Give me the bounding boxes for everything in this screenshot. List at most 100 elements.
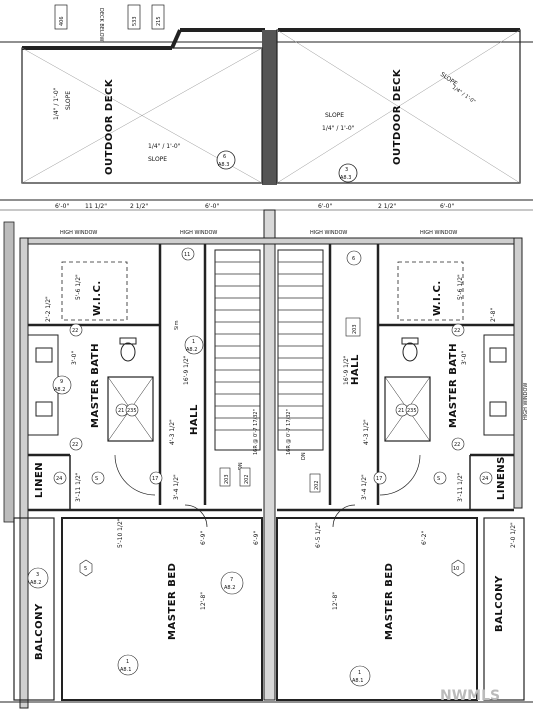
- dim-6-0-a: 6'-0": [55, 203, 69, 210]
- dim-12-8-right: 12'-8": [332, 592, 339, 610]
- hall-right-label: HALL: [350, 354, 361, 385]
- dim-5-6-half-right: 5'-6 1/2": [457, 274, 464, 300]
- dim-16-9-half-right: 16'-9 1/2": [343, 355, 350, 385]
- dim-6-0-b: 6'-0": [205, 203, 219, 210]
- tag-203-right: 203: [352, 324, 358, 334]
- tag-24-right: 24: [482, 476, 488, 482]
- ref-9: 9: [60, 379, 63, 385]
- dim-2-half-b: 2 1/2": [378, 203, 396, 210]
- dim-12-8-left: 12'-8": [200, 592, 207, 610]
- high-windows: HIGH WINDOW HIGH WINDOW HIGH WINDOW HIGH…: [60, 230, 529, 420]
- watermark-text: NWMLS: [440, 688, 500, 704]
- ref-7: 7: [230, 577, 233, 583]
- ref-a82-bed: A8.2: [224, 585, 235, 591]
- slope-label-left-vertical: SLOPE: [65, 91, 72, 110]
- ref-a82-hall: A8.2: [186, 347, 197, 353]
- ref-6: 6: [223, 154, 226, 160]
- dim-11-half: 11 1/2": [85, 203, 107, 210]
- dim-6-9-mid: 6'-9": [253, 531, 260, 545]
- tag-s-left: S: [95, 476, 98, 482]
- wic-right-label: W.I.C.: [432, 280, 443, 316]
- stair-treads: [215, 261, 323, 431]
- upper-dimensions: 5'-6 1/2" 5'-6 1/2" 2'-2 1/2" 2'-8" 3'-0…: [45, 274, 497, 502]
- slope-label-left: SLOPE: [148, 156, 167, 163]
- slope-note-right: 1/4" / 1'-0": [322, 125, 355, 132]
- ref-6-hall: 6: [352, 256, 355, 262]
- tag-406: 406: [59, 16, 65, 26]
- dim-3-4-half-left: 3'-4 1/2": [173, 474, 180, 500]
- stair-note-right: 16R @ 0'-7 17/32": [286, 409, 292, 455]
- dim-4-3-half-left: 4'-3 1/2": [169, 419, 176, 445]
- tag-24-left: 24: [56, 476, 62, 482]
- tag-10: 10: [453, 566, 459, 572]
- dim-3-0-right: 3'-0": [461, 351, 468, 365]
- hall-left-label: HALL: [189, 404, 200, 435]
- high-window-5: HIGH WINDOW: [523, 383, 529, 420]
- master-bed-left-label: MASTER BED: [167, 563, 178, 640]
- dn-left: DN: [238, 462, 244, 470]
- tag-22-b: 22: [72, 442, 78, 448]
- outdoor-deck-right-label: OUTDOOR DECK: [392, 68, 403, 165]
- dim-6-5-half: 6'-5 1/2": [315, 522, 322, 548]
- stair-notes: 16R @ 0'-7 17/32" 16R @ 0'-7 17/32" DN D…: [219, 317, 361, 493]
- ref-1-bed-left: 1: [126, 659, 129, 665]
- balcony-right-label: BALCONY: [494, 575, 505, 632]
- master-bath-left-label: MASTER BATH: [90, 343, 101, 428]
- tag-21-right: 21: [398, 408, 404, 414]
- ref-1-hall: 1: [192, 339, 195, 345]
- dim-2-half-a: 2 1/2": [130, 203, 148, 210]
- tag-11: 11: [184, 252, 190, 258]
- watermark: NWMLS: [440, 688, 500, 704]
- dim-5-10-half: 5'-10 1/2": [117, 518, 124, 548]
- tag-22-d: 22: [454, 442, 460, 448]
- linen-left-label: LINEN: [34, 462, 45, 498]
- tag-21-left: 21: [118, 408, 124, 414]
- dim-3-11-half-right: 3'-11 1/2": [457, 472, 464, 502]
- high-window-1: HIGH WINDOW: [60, 230, 97, 236]
- tag-215: 215: [156, 16, 162, 26]
- misc-tags: 22 22 22 22 21 21 235 235 24 24 17 17 11…: [52, 247, 493, 485]
- ref-a82-bath: A8.2: [54, 387, 65, 393]
- dim-2-2-half: 2'-2 1/2": [45, 296, 52, 322]
- top-tags: 406 DECK BELOW 533 215: [54, 4, 165, 42]
- tag-22-a: 22: [72, 328, 78, 334]
- tag-533: 533: [132, 16, 138, 26]
- outdoor-deck-left-label: OUTDOOR DECK: [104, 78, 115, 175]
- ref-a82-balcony: A8.2: [30, 580, 41, 586]
- dim-6-0-d: 6'-0": [440, 203, 454, 210]
- slope-label-right: SLOPE: [325, 112, 344, 119]
- slope-note-right-diagonal: 1/4" / 1'-0": [451, 85, 477, 105]
- ref-a83: A8.3: [218, 162, 229, 168]
- dim-5-6-half-left: 5'-6 1/2": [75, 274, 82, 300]
- tag-17-left: 17: [152, 476, 158, 482]
- high-window-3: HIGH WINDOW: [310, 230, 347, 236]
- master-bath-right-label: MASTER BATH: [448, 343, 459, 428]
- ref-2-bed-right: 1: [358, 670, 361, 676]
- dim-6-0-c: 6'-0": [318, 203, 332, 210]
- dim-4-3-half-right: 4'-3 1/2": [363, 419, 370, 445]
- dim-6-2: 6'-2": [421, 531, 428, 545]
- dim-6-9-left: 6'-9": [200, 531, 207, 545]
- tag-22-c: 22: [454, 328, 460, 334]
- dim-2-0-half: 2'-0 1/2": [510, 522, 517, 548]
- high-window-2: HIGH WINDOW: [180, 230, 217, 236]
- dim-3-11-half-left: 3'-11 1/2": [75, 472, 82, 502]
- sim-hall: Sim: [174, 320, 180, 330]
- ref-3: 3: [345, 167, 348, 173]
- dim-2-8: 2'-8": [490, 308, 497, 322]
- tag-203-left: 203: [224, 474, 230, 484]
- slope-note-left: 1/4" / 1'-0": [148, 143, 181, 150]
- ref-a83-right: A8.3: [340, 175, 351, 181]
- master-bed-right-label: MASTER BED: [384, 563, 395, 640]
- dim-3-4-half-right: 3'-4 1/2": [361, 474, 368, 500]
- tag-202-left: 202: [244, 474, 250, 484]
- linen-right-label: LINENS: [496, 456, 507, 500]
- deck-below-label: DECK BELOW: [98, 8, 104, 42]
- tag-s-right: S: [437, 476, 440, 482]
- dim-3-0-left: 3'-0": [71, 351, 78, 365]
- slope-note-left-vertical: 1/4" / 1'-0": [53, 87, 60, 120]
- tag-17-right: 17: [376, 476, 382, 482]
- tag-235-left: 235: [127, 408, 137, 414]
- tag-5: 5: [84, 566, 87, 572]
